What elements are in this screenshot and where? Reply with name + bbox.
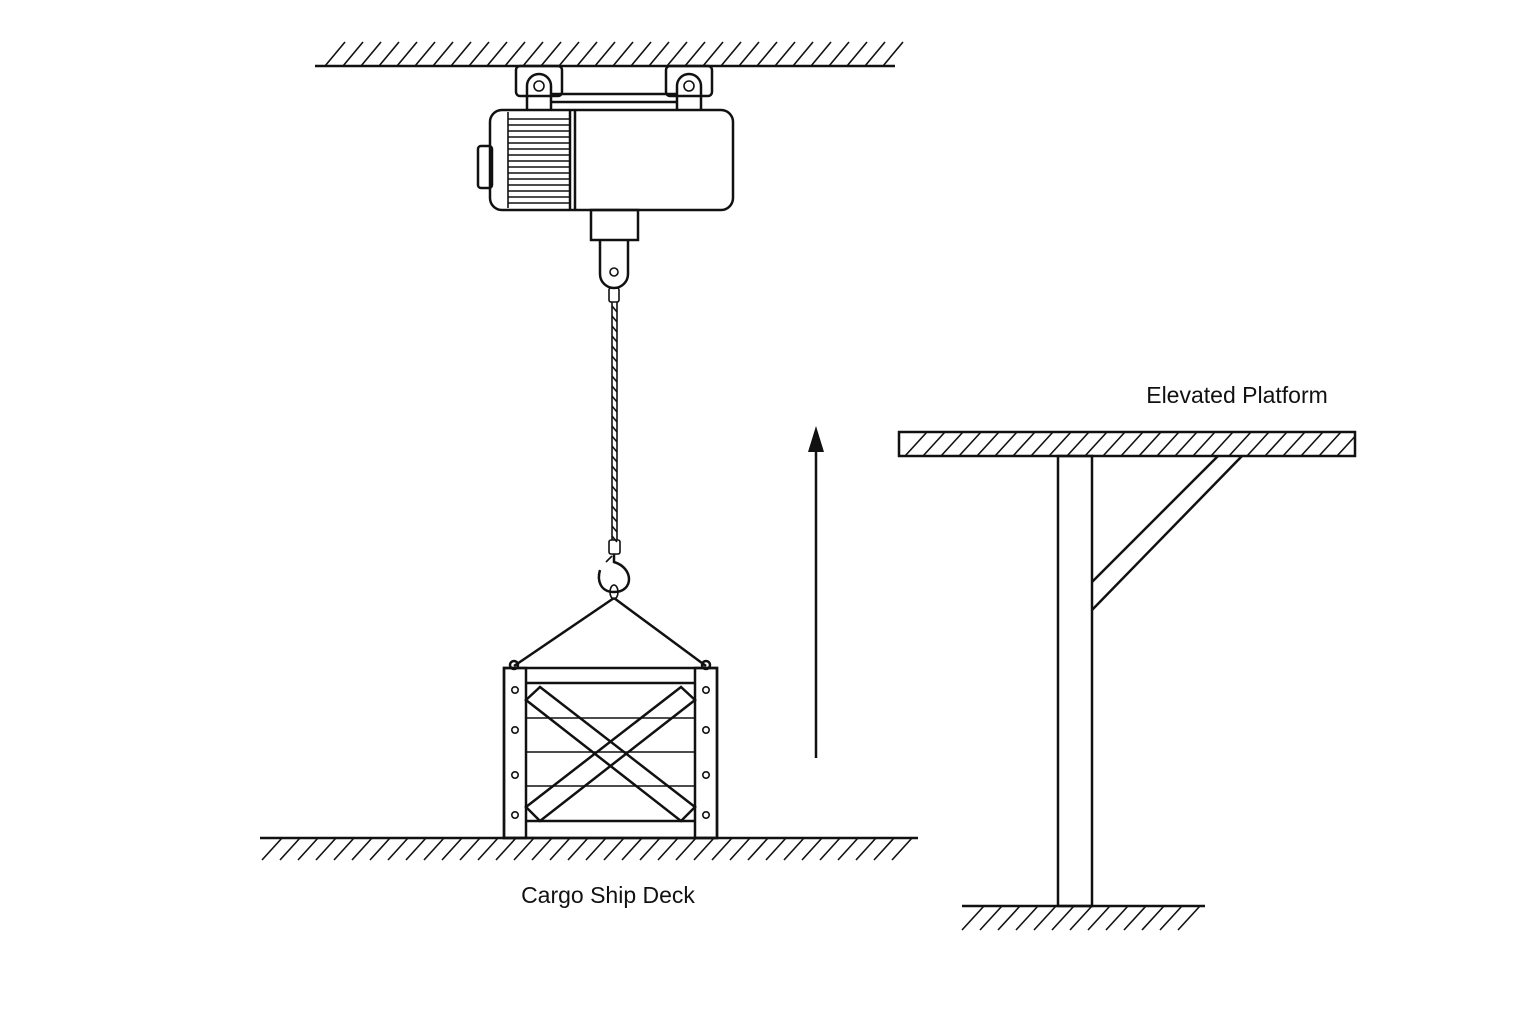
platform-label: Elevated Platform: [1146, 382, 1328, 408]
trolley-mount: [514, 64, 714, 110]
ship-deck-surface: [260, 836, 918, 861]
deck-label: Cargo Ship Deck: [521, 882, 695, 908]
wire-rope: [611, 302, 618, 543]
elevated-platform: [897, 430, 1357, 931]
ceiling-beam: [315, 41, 904, 68]
hook-block: [589, 208, 640, 303]
sling-ropes: [513, 596, 707, 668]
crane-hook: [597, 539, 631, 600]
lift-direction-arrow: [808, 426, 824, 758]
hoist-motor: [476, 108, 735, 212]
cargo-crate: [502, 659, 719, 840]
